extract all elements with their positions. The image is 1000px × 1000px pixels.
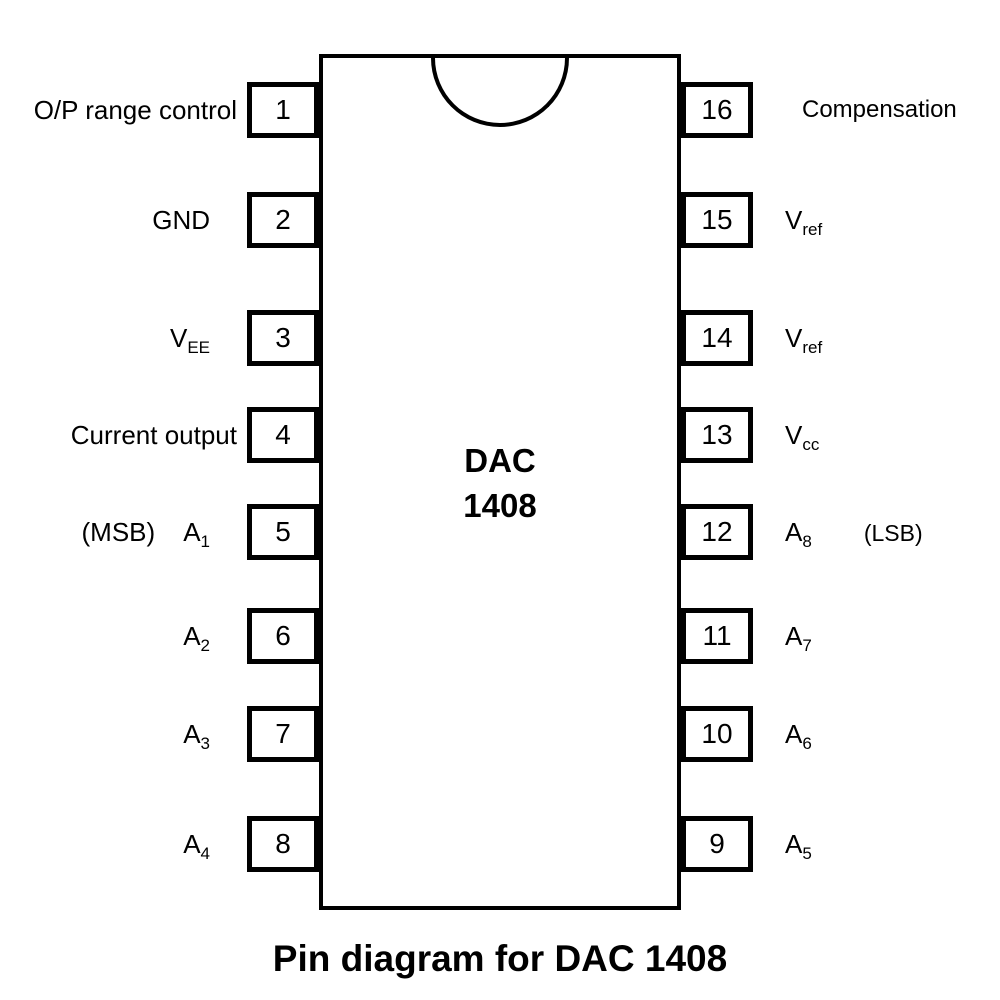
pin-box: 15	[681, 192, 753, 248]
pin-label-text: A	[183, 829, 201, 859]
pin-label: A4	[183, 816, 210, 872]
pin-number: 9	[709, 828, 725, 859]
pin-label: A5	[785, 816, 812, 872]
pin-label-text: Compensation	[802, 96, 957, 123]
pin-number: 11	[702, 620, 732, 651]
pin-number: 16	[701, 94, 733, 125]
pin-row: 15 Vref	[0, 192, 1000, 248]
pin-box: 14	[681, 310, 753, 366]
chip-name-line1: DAC	[464, 442, 536, 479]
pin-row: GND 2	[0, 192, 1000, 248]
ic-body	[319, 54, 681, 910]
pin-label-subscript: EE	[187, 338, 210, 357]
pin-label-text: Current output	[70, 420, 237, 450]
pin-box: 8	[247, 816, 319, 872]
pin-label: Vref	[785, 310, 822, 366]
pin-row: VEE 3	[0, 310, 1000, 366]
pin-box: 11	[681, 608, 753, 664]
pin-label-text: GND	[152, 205, 210, 235]
chip-name-line2: 1408	[463, 487, 537, 524]
pin-label: A3	[183, 706, 210, 762]
pin-box: 9	[681, 816, 753, 872]
pin-number: 15	[701, 204, 733, 235]
pin-label-text: A	[785, 517, 803, 547]
pin-label: O/P range control	[34, 82, 237, 138]
pin-label-text: A	[183, 719, 201, 749]
pin-number: 12	[701, 516, 733, 547]
pin-row: 14 Vref	[0, 310, 1000, 366]
pin-number: 3	[275, 322, 291, 353]
pin-box: 6	[247, 608, 319, 664]
pin-label-text: A	[785, 621, 803, 651]
pin-label: Compensation	[802, 82, 957, 138]
pin-label-subscript: ref	[802, 220, 823, 239]
pin-number: 8	[275, 828, 291, 859]
pin-label: A8 (LSB)	[785, 504, 923, 561]
pin-label: A2	[183, 608, 210, 664]
chip-name: DAC 1408	[319, 438, 681, 528]
pin-row: O/P range control 1	[0, 82, 1000, 138]
pin-label-text: V	[785, 323, 803, 353]
pin-row: 11 A7	[0, 608, 1000, 664]
pin-row: 9 A5	[0, 816, 1000, 872]
pin-box: 5	[247, 504, 319, 560]
pin-label: Vcc	[785, 407, 819, 463]
pin-label-text: V	[785, 420, 803, 450]
pin-label-prefix: (MSB)	[81, 517, 156, 547]
pin-box: 7	[247, 706, 319, 762]
pin-number: 13	[701, 419, 733, 450]
pin-row: A3 7	[0, 706, 1000, 762]
pin-label-subscript: 7	[802, 636, 812, 655]
pin-label: GND	[152, 192, 210, 248]
pin-box: 1	[247, 82, 319, 138]
pin-label-text: V	[169, 323, 188, 353]
pin-box: 16	[681, 82, 753, 138]
pin-box: 3	[247, 310, 319, 366]
pin-label: (MSB) A1	[82, 504, 210, 560]
pin-label-text: A	[183, 621, 201, 651]
pin-label-text: O/P range control	[33, 95, 237, 125]
pin-number: 4	[275, 419, 291, 450]
pin-row: Current output 4	[0, 407, 1000, 463]
pin-row: A4 8	[0, 816, 1000, 872]
pin-row: 10 A6	[0, 706, 1000, 762]
pin-row: 12 A8(LSB)	[0, 504, 1000, 560]
diagram-caption: Pin diagram for DAC 1408	[272, 938, 728, 979]
pin-label: A6	[785, 706, 812, 762]
pin-label: A7	[785, 608, 812, 664]
pin-box: 10	[681, 706, 753, 762]
pin-number: 7	[275, 718, 291, 749]
pin-row: A2 6	[0, 608, 1000, 664]
pin-row: 13 Vcc	[0, 407, 1000, 463]
pin-label-text: A	[183, 517, 201, 547]
pin-number: 14	[701, 322, 733, 353]
pin-box: 4	[247, 407, 319, 463]
pin-box: 13	[681, 407, 753, 463]
pin-label-text: V	[785, 205, 803, 235]
pin-label-suffix: (LSB)	[863, 520, 923, 546]
pin-label-subscript: cc	[802, 435, 820, 454]
pin-label-subscript: ref	[802, 338, 823, 357]
pin-label-subscript: 1	[200, 532, 210, 551]
pin-label-text: A	[785, 719, 803, 749]
pin-number: 10	[701, 718, 733, 749]
pin-label-subscript: 6	[802, 734, 812, 753]
pin-label: VEE	[170, 310, 210, 366]
pin-number: 5	[275, 516, 291, 547]
pin-label-subscript: 4	[200, 844, 210, 863]
pin-box: 2	[247, 192, 319, 248]
pin-label-subscript: 2	[200, 636, 210, 655]
pin-row: (MSB)A1 5	[0, 504, 1000, 560]
pin-number: 1	[275, 94, 291, 125]
pin-row: 16 Compensation	[0, 82, 1000, 138]
pin-box: 12	[681, 504, 753, 560]
pin-label-subscript: 8	[802, 532, 812, 551]
pin-label-subscript: 3	[200, 734, 210, 753]
pin-label-text: A	[785, 829, 803, 859]
pin-label-subscript: 5	[802, 844, 812, 863]
pin-number: 6	[275, 620, 291, 651]
pin-label: Vref	[785, 192, 822, 248]
pin-number: 2	[275, 204, 291, 235]
pin-label: Current output	[71, 407, 237, 463]
